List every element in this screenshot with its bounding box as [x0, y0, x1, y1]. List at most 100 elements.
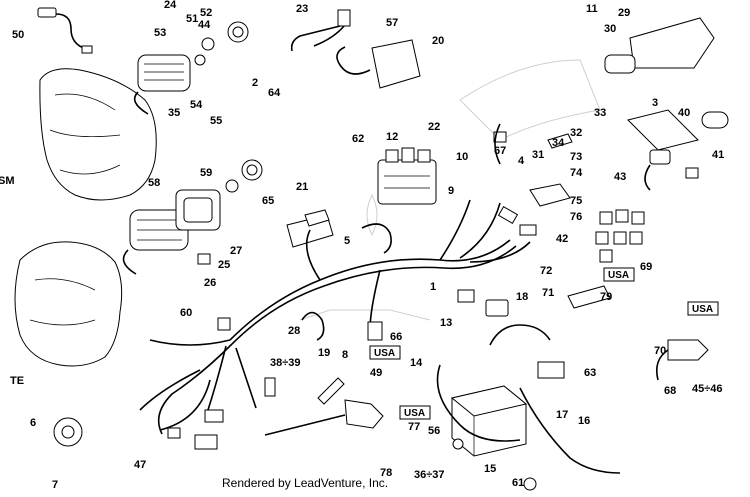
- callout-42: 42: [556, 233, 568, 245]
- callout-59: 59: [200, 167, 212, 179]
- callout-20: 20: [432, 35, 444, 47]
- callout-43: 43: [614, 171, 626, 183]
- battery: [450, 385, 528, 457]
- callout-3: 3: [652, 97, 658, 109]
- rear-fender: [459, 59, 601, 141]
- callout-15: 15: [484, 463, 496, 475]
- callout-33: 33: [594, 107, 606, 119]
- battery-cable-positive: [519, 387, 621, 474]
- callout-77: 77: [408, 421, 420, 433]
- callout-65: 65: [262, 195, 274, 207]
- svg-text:USA: USA: [608, 270, 629, 281]
- callout-54: 54: [190, 99, 203, 111]
- callout-7: 7: [52, 479, 58, 491]
- headlight-lower: [129, 189, 221, 251]
- callout-23: 23: [296, 3, 308, 15]
- callout-5: 5: [344, 235, 350, 247]
- usa-tag: USA: [399, 405, 431, 420]
- usa-tag: USA: [369, 345, 401, 360]
- battery-cable-negative: [436, 364, 521, 442]
- fuse-47: [167, 427, 181, 439]
- callout-71: 71: [542, 287, 554, 299]
- callout-22: 22: [428, 121, 440, 133]
- callout-68: 68: [664, 385, 676, 397]
- gasket-lower: [122, 249, 137, 275]
- cable-nut: [523, 477, 537, 491]
- cable-28: [301, 311, 325, 341]
- callout-24: 24: [164, 0, 177, 11]
- callout-1: 1: [430, 281, 436, 293]
- tail-light: [604, 17, 715, 74]
- flasher-relay: [529, 183, 571, 207]
- callout-13: 13: [440, 317, 452, 329]
- bolt-32: [547, 133, 573, 149]
- callout-64: 64: [268, 87, 281, 99]
- svg-text:USA: USA: [404, 408, 425, 419]
- bracket-8: [317, 377, 345, 405]
- turn-signal-front: [264, 399, 384, 436]
- plate-bracket: [627, 109, 699, 151]
- callout-28: 28: [288, 325, 300, 337]
- callout-17: 17: [556, 409, 568, 421]
- te-headlight-fairing: [14, 241, 123, 367]
- callout-14: 14: [410, 357, 423, 369]
- turn-signal-rear: [655, 339, 709, 381]
- connector-38: [264, 377, 276, 397]
- callout-62: 62: [352, 133, 364, 145]
- callout-27: 27: [230, 245, 242, 257]
- render-credit: Rendered by LeadVenture, Inc.: [222, 476, 389, 490]
- gasket-upper: [133, 91, 149, 115]
- callout-16: 16: [578, 415, 590, 427]
- pigtail-sensor: [37, 7, 93, 54]
- callout-57: 57: [386, 17, 398, 29]
- callout-21: 21: [296, 181, 308, 193]
- callout-60: 60: [180, 307, 192, 319]
- callout-8: 8: [342, 349, 348, 361]
- callout-35: 35: [168, 107, 180, 119]
- callout-55: 55: [210, 115, 222, 127]
- callout-30: 30: [604, 23, 616, 35]
- callout-76: 76: [570, 211, 582, 223]
- callout-69: 69: [640, 261, 652, 273]
- cap-67: [493, 131, 507, 143]
- callout-6: 6: [30, 417, 36, 429]
- callout-51: 51: [186, 13, 198, 25]
- cap-56: [452, 438, 464, 450]
- callout-79: 79: [600, 291, 612, 303]
- callout-12: 12: [386, 131, 398, 143]
- callout-19: 19: [318, 347, 330, 359]
- cap-67-b: [685, 167, 699, 179]
- aux-harness: [290, 9, 351, 52]
- callout-70: 70: [654, 345, 666, 357]
- clip-25: [197, 253, 211, 265]
- callout-40: 40: [678, 107, 690, 119]
- relay-18-plug: [457, 289, 475, 303]
- cdi-unit: [286, 209, 334, 248]
- callout-41: 41: [712, 149, 724, 161]
- horn: [53, 417, 83, 447]
- callout-9: 9: [448, 185, 454, 197]
- callout-72: 72: [540, 265, 552, 277]
- callout-2: 2: [252, 77, 258, 89]
- connector-66: [367, 321, 383, 341]
- callout-34: 34: [552, 137, 565, 149]
- bulb-socket-lower: [225, 159, 263, 193]
- callout-4: 4: [518, 155, 525, 167]
- callout-11: 11: [586, 3, 598, 15]
- callout-67: 67: [494, 145, 506, 157]
- watermark-logo: [299, 193, 431, 321]
- lead-cable: [489, 324, 551, 346]
- turn-signal-bracket: [567, 285, 611, 309]
- callout-66: 66: [390, 331, 402, 343]
- svg-text:USA: USA: [692, 304, 713, 315]
- callout-25: 25: [218, 259, 230, 271]
- callout-61: 61: [512, 477, 524, 489]
- callout-45-46: 45÷46: [692, 383, 723, 395]
- svg-text:USA: USA: [374, 348, 395, 359]
- connector-set: [595, 209, 645, 263]
- callout-36-37: 36÷37: [414, 469, 445, 481]
- lead-22: [494, 123, 501, 165]
- callout-58: 58: [148, 177, 160, 189]
